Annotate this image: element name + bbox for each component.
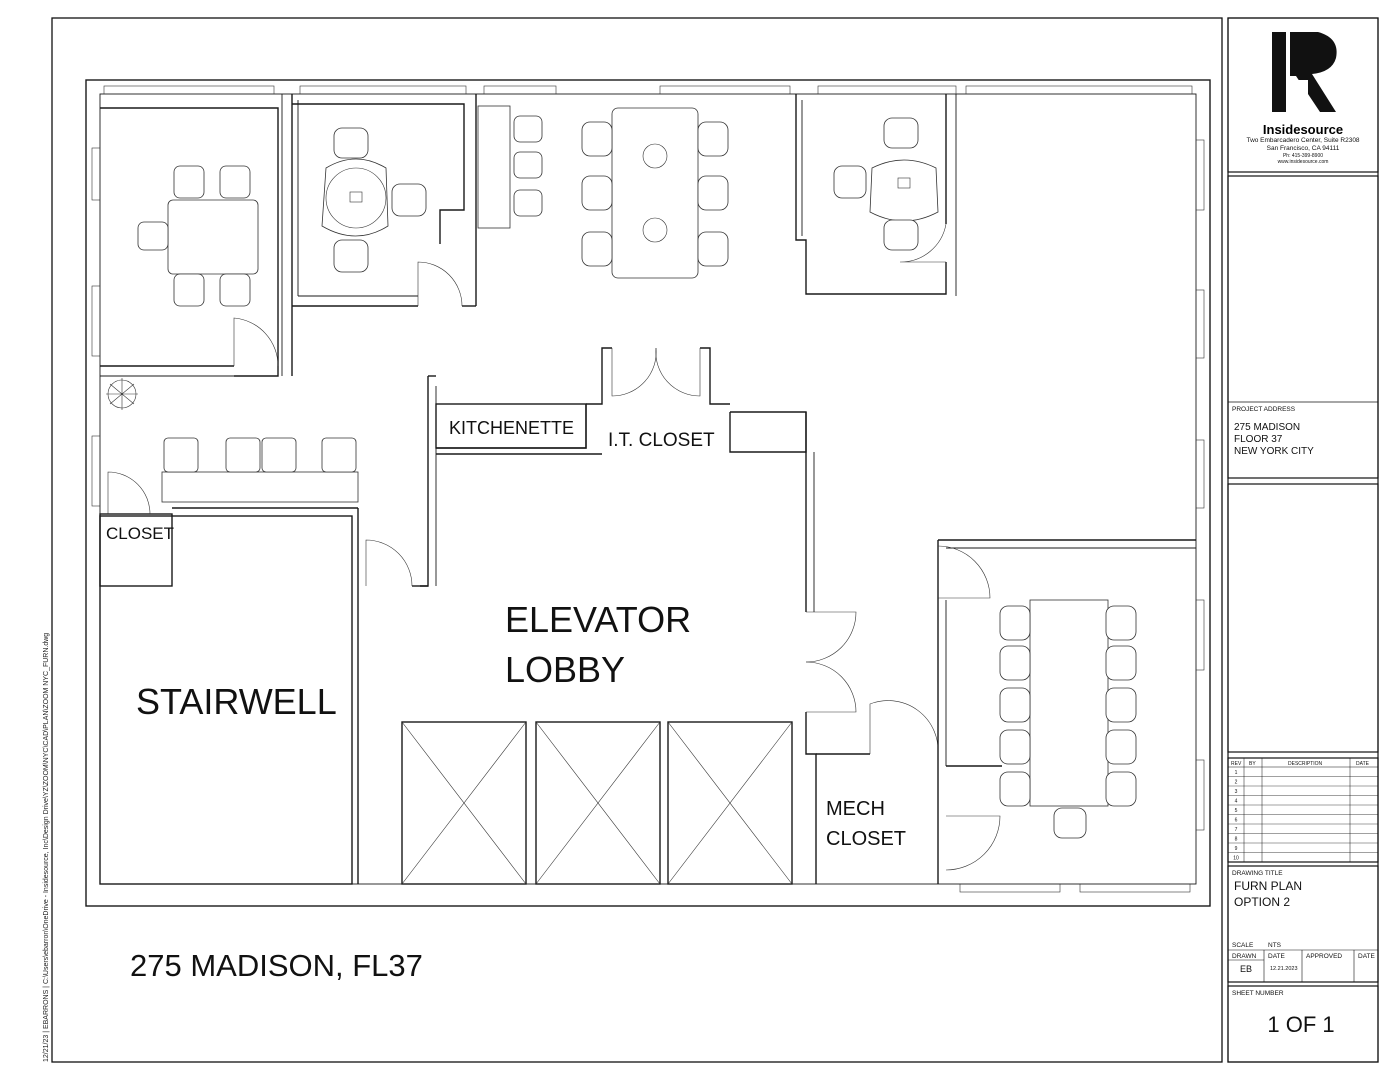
chairs xyxy=(833,117,919,251)
rev-row-number: 3 xyxy=(1235,789,1238,795)
label-mech-1: MECH xyxy=(826,798,885,820)
office-2 xyxy=(291,94,476,376)
label-elevator-lobby-2: LOBBY xyxy=(505,649,625,690)
plant-icon xyxy=(106,378,138,410)
exterior-wall-outer xyxy=(85,79,1211,907)
office-1 xyxy=(100,94,283,377)
company-website: www.insidesource.com xyxy=(1278,159,1329,165)
side-file-path: 12/21/23 | EBARRONS | C:\Users\ebarron\O… xyxy=(43,633,50,1062)
lounge-seating xyxy=(161,437,359,503)
approved-date-label: DATE xyxy=(1358,953,1376,960)
chairs xyxy=(581,121,729,267)
rev-row-number: 10 xyxy=(1233,856,1239,862)
rev-row-number: 5 xyxy=(1235,808,1238,814)
sheet-number-label: SHEET NUMBER xyxy=(1232,990,1284,997)
rev-row-number: 6 xyxy=(1235,818,1238,824)
office-3 xyxy=(795,94,957,296)
rev-header-description: DESCRIPTION xyxy=(1288,761,1323,767)
rev-row-number: 7 xyxy=(1235,827,1238,833)
revision-table: REV BY DESCRIPTION DATE 1 2 3 4 5 6 7 8 9 10 xyxy=(1227,757,1379,863)
title-block: Insidesource Two Embarcadero Center, Sui… xyxy=(1227,17,1379,1063)
bar-stools xyxy=(513,115,543,217)
triangle-table-2 xyxy=(869,159,939,222)
drawn-value: EB xyxy=(1240,964,1252,974)
break-area xyxy=(475,94,729,306)
rev-row-number: 2 xyxy=(1235,780,1238,786)
label-mech-2: CLOSET xyxy=(826,828,906,850)
core-upper xyxy=(420,347,815,612)
sheet-number: 1 OF 1 xyxy=(1267,1012,1334,1037)
project-address-line-3: NEW YORK CITY xyxy=(1234,446,1314,457)
label-kitchenette: KITCHENETTE xyxy=(449,418,574,438)
company-name: Insidesource xyxy=(1263,122,1343,137)
closet-stairwell xyxy=(99,471,428,885)
rev-row-number: 4 xyxy=(1235,799,1238,805)
triangle-table xyxy=(321,158,389,237)
date-value: 12.21.2023 xyxy=(1270,966,1298,972)
rev-row-number: 1 xyxy=(1235,770,1238,776)
mech-closet xyxy=(805,611,939,884)
project-address-line-1: 275 MADISON xyxy=(1234,422,1300,433)
rev-row-number: 9 xyxy=(1235,846,1238,852)
chairs xyxy=(137,165,251,307)
rev-header-by: BY xyxy=(1249,761,1256,767)
drawing-caption: 275 MADISON, FL37 xyxy=(130,948,423,983)
drawn-label: DRAWN xyxy=(1232,953,1257,960)
company-address-2: San Francisco, CA 94111 xyxy=(1267,145,1340,152)
long-table xyxy=(611,107,699,279)
floor-plan: KITCHENETTE I.T. CLOSET CLOSET ELEVATOR … xyxy=(85,79,1211,907)
date-label: DATE xyxy=(1268,953,1286,960)
rev-header-date: DATE xyxy=(1356,761,1370,767)
conference-table xyxy=(167,199,259,275)
project-address-line-2: FLOOR 37 xyxy=(1234,434,1283,445)
drawing-title-line-1: FURN PLAN xyxy=(1234,879,1302,893)
window-marks xyxy=(91,85,1205,893)
stairwell-room xyxy=(99,515,353,885)
chairs xyxy=(333,127,427,273)
drawing-title-line-2: OPTION 2 xyxy=(1234,895,1290,909)
approved-label: APPROVED xyxy=(1306,953,1342,960)
sheet-border xyxy=(51,17,1223,1063)
rev-row-number: 8 xyxy=(1235,837,1238,843)
conference-room xyxy=(937,539,1196,871)
chairs xyxy=(999,605,1137,839)
label-it-closet: I.T. CLOSET xyxy=(608,430,715,451)
company-phone: Ph: 415-399-8900 xyxy=(1283,153,1323,159)
scale-label: SCALE xyxy=(1232,942,1254,949)
company-address-1: Two Embarcadero Center, Suite R2308 xyxy=(1246,137,1359,144)
conference-table-long xyxy=(1029,599,1109,807)
elevator-shafts xyxy=(401,721,793,885)
scale-value: NTS xyxy=(1268,942,1282,949)
company-logo xyxy=(1272,32,1337,112)
project-address-label: PROJECT ADDRESS xyxy=(1232,406,1296,413)
label-elevator-lobby-1: ELEVATOR xyxy=(505,599,691,640)
label-stairwell: STAIRWELL xyxy=(136,681,337,722)
rev-header-rev: REV xyxy=(1231,761,1242,767)
label-closet: CLOSET xyxy=(106,524,174,543)
kitchen-counter xyxy=(477,105,511,229)
drawing-title-label: DRAWING TITLE xyxy=(1232,870,1283,877)
